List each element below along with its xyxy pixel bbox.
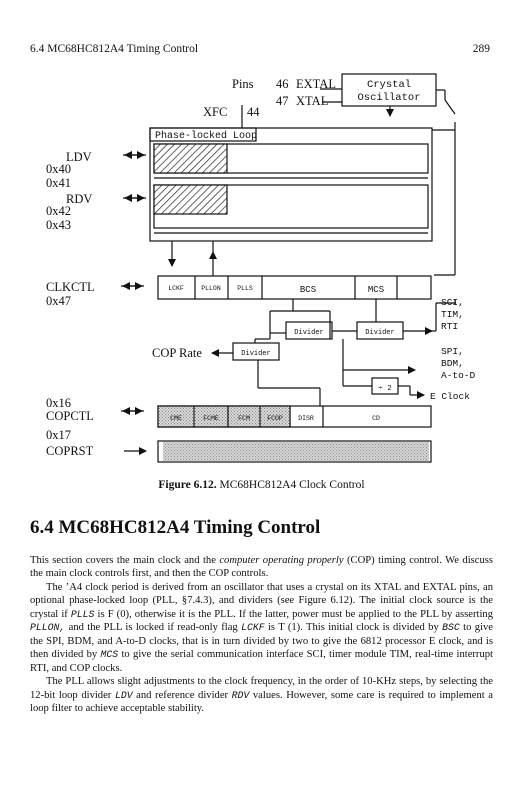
paragraph-1: This section covers the main clock and t… <box>30 555 493 580</box>
output-a-to-d: A-to-D <box>441 370 476 381</box>
oscillator-label-line1: Crystal <box>367 79 411 91</box>
fcop-field: FCOP <box>267 415 283 422</box>
copctl-label: COPCTL <box>46 409 94 423</box>
running-header-section: 6.4 MC68HC812A4 Timing Control <box>30 43 199 55</box>
ldv-label: LDV <box>66 150 92 164</box>
coprst-register <box>157 440 432 463</box>
xfc-label: XFC <box>203 105 227 119</box>
figure-caption-text: MC68HC812A4 Clock Control <box>216 479 365 491</box>
cme-field: CME <box>170 415 182 422</box>
divider-label-1: Divider <box>294 329 323 337</box>
output-sci: SCI, <box>441 297 464 308</box>
address-0x42: 0x42 <box>46 204 71 218</box>
phase-locked-loop-box <box>149 127 433 242</box>
cd-field: CD <box>372 415 380 422</box>
address-0x43: 0x43 <box>46 218 71 232</box>
pin-44-label: 44 <box>247 105 260 119</box>
output-spi: SPI, <box>441 346 464 357</box>
rdv-label: RDV <box>66 192 92 206</box>
plls-field: PLLS <box>237 285 253 292</box>
section-heading: 6.4 MC68HC812A4 Timing Control <box>30 517 321 538</box>
bcs-field: BCS <box>300 285 316 295</box>
clkctl-label: CLKCTL <box>46 280 95 294</box>
pllon-field: PLLON <box>201 285 221 292</box>
address-0x16: 0x16 <box>46 396 71 410</box>
xtal-label: XTAL <box>296 94 328 108</box>
cop-rate-divider-box <box>232 342 280 361</box>
paragraph-3: The PLL allows slight adjustments to the… <box>30 676 493 714</box>
cop-rate-label: COP Rate <box>152 346 202 360</box>
rdv-hatched-field <box>153 184 228 215</box>
coprst-label: COPRST <box>46 444 94 458</box>
lckf-field: LCKF <box>168 285 184 292</box>
clkctl-register <box>157 275 432 300</box>
paragraph-2: The ’A4 clock period is derived from an … <box>30 581 494 674</box>
output-rti: RTI <box>441 321 458 332</box>
pll-title: Phase-locked Loop <box>155 130 257 142</box>
extal-label: EXTAL <box>296 77 336 91</box>
coprst-shaded-field <box>163 442 429 461</box>
output-tim: TIM, <box>441 309 464 320</box>
address-0x41: 0x41 <box>46 176 71 190</box>
figure-caption-label: Figure 6.12. <box>158 479 217 491</box>
oscillator-label-line2: Oscillator <box>357 92 420 104</box>
fcm-field: FCM <box>238 415 250 422</box>
pins-label: Pins <box>232 77 254 91</box>
address-0x40: 0x40 <box>46 162 71 176</box>
divide-by-two-label: ÷ 2 <box>378 385 392 393</box>
page-number: 289 <box>472 43 490 55</box>
pll-title-box <box>149 127 257 142</box>
body-text: This section covers the main clock and t… <box>30 554 493 715</box>
figure-caption: Figure 6.12. MC68HC812A4 Clock Control <box>0 479 523 491</box>
clock-control-figure: Pins 46 EXTAL 47 XTAL XFC 44 LDV 0x40 0x… <box>46 73 476 463</box>
mcs-field: MCS <box>368 285 384 295</box>
copctl-shaded-fields <box>157 405 291 428</box>
disr-field: DISR <box>298 415 314 422</box>
output-e-clock: E Clock <box>430 391 470 402</box>
address-0x47: 0x47 <box>46 294 71 308</box>
divider-label-cop: Divider <box>241 350 270 358</box>
address-0x17: 0x17 <box>46 428 71 442</box>
output-bdm: BDM, <box>441 358 464 369</box>
pin-46-label: 46 <box>276 77 289 91</box>
fcme-field: FCME <box>203 415 219 422</box>
ldv-hatched-field <box>153 143 228 174</box>
divider-label-2: Divider <box>365 329 394 337</box>
pin-47-label: 47 <box>276 94 289 108</box>
